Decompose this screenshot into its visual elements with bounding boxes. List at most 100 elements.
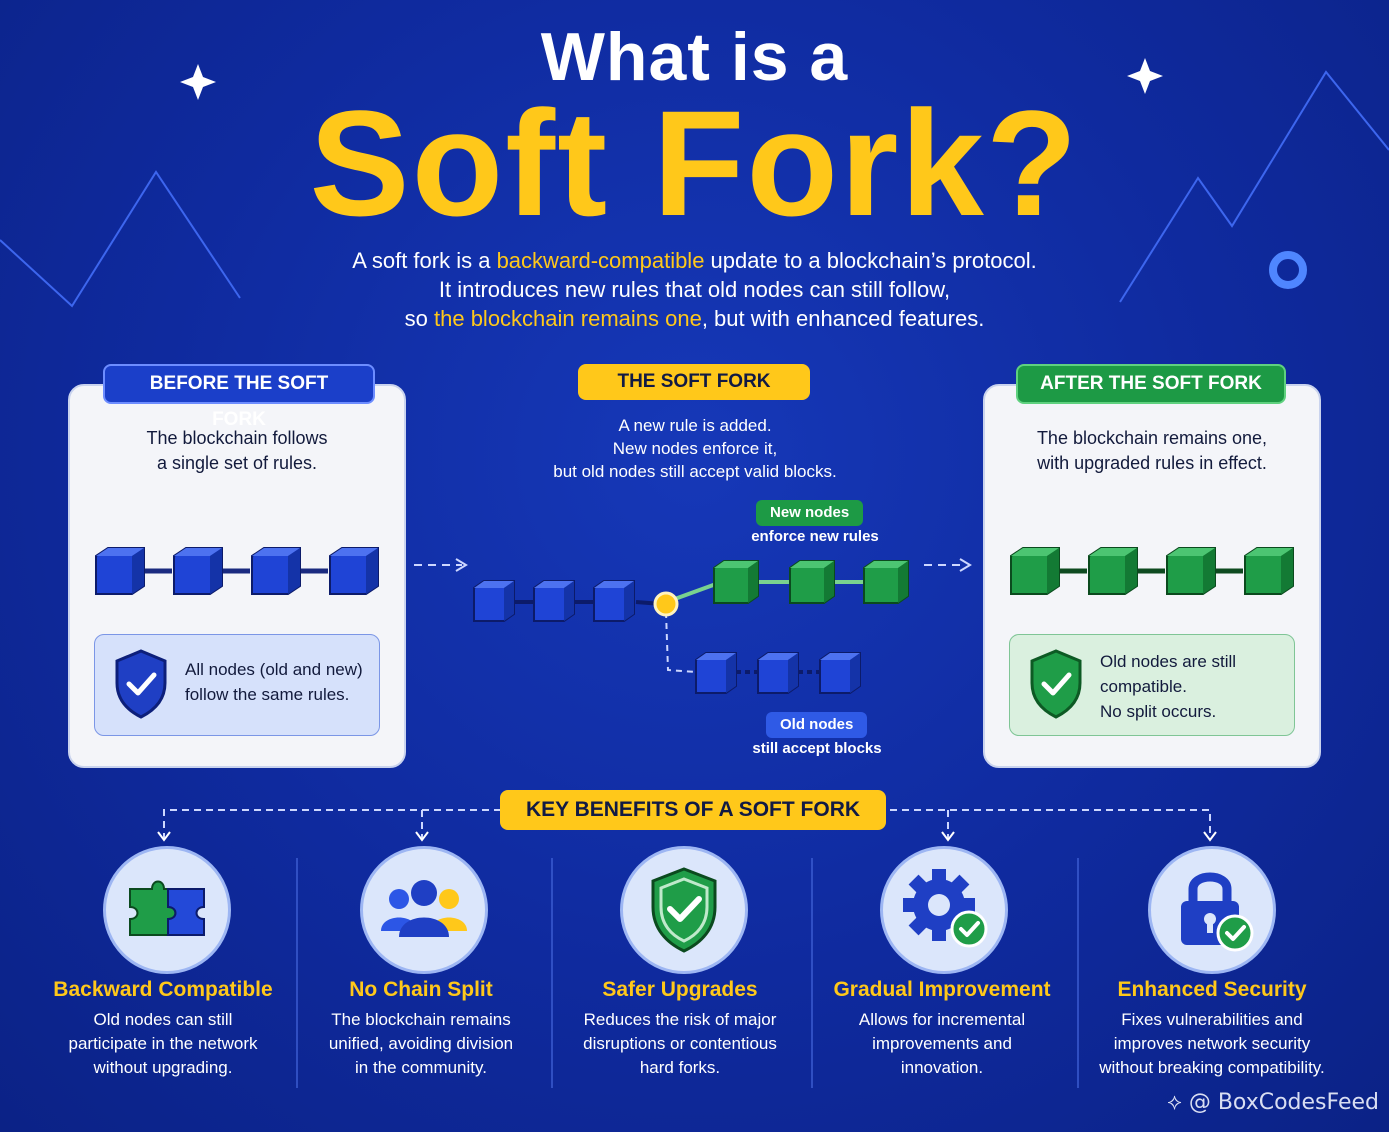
benefit-text-line: The blockchain remains — [331, 1010, 511, 1029]
divider — [811, 858, 813, 1088]
before-label: BEFORE THE SOFT FORK — [103, 364, 375, 430]
mountain-line-left — [0, 170, 241, 308]
before-text-line: a single set of rules. — [156, 453, 318, 473]
benefit-text-line: unified, avoiding division — [328, 1034, 514, 1053]
intro-text-part: It introduces new rules that old nodes c… — [438, 277, 951, 302]
after-info-text: Old nodes are still compatible. No split… — [1100, 649, 1236, 724]
benefit-description: Allows for incremental improvements and … — [817, 1008, 1067, 1080]
shield-check-icon — [115, 649, 167, 719]
shield-check-icon — [651, 867, 717, 953]
block-cube — [863, 560, 909, 604]
watermark: ⟡ @ BoxCodesFeed — [1167, 1090, 1379, 1115]
title-line-2: Soft Fork? — [309, 79, 1080, 247]
benefit-title: Enhanced Security — [1117, 978, 1307, 1001]
benefit-title: Backward Compatible — [53, 978, 273, 1001]
people-icon — [381, 880, 467, 937]
benefit-description: Old nodes can still participate in the n… — [38, 1008, 288, 1080]
divider — [551, 858, 553, 1088]
block-cube — [757, 652, 799, 694]
benefit-text-line: Reduces the risk of major — [583, 1010, 777, 1029]
mountain-line-right — [1119, 70, 1389, 303]
benefit-text-line: Allows for incremental — [858, 1010, 1026, 1029]
soft-fork-label: THE SOFT FORK — [578, 364, 810, 400]
benefit-text-line: without breaking compatibility. — [1099, 1058, 1325, 1077]
intro-text-part: update to a blockchain’s protocol. — [704, 248, 1037, 273]
benefit-text-line: improves network security — [1113, 1034, 1311, 1053]
block-cube — [593, 580, 635, 622]
benefit-text-line: Old nodes can still — [93, 1010, 233, 1029]
intro-highlight: backward-compatible — [496, 248, 705, 273]
intro-text-part: , but with enhanced features. — [701, 306, 985, 331]
gear-check-icon — [903, 869, 988, 948]
fork-point — [653, 591, 679, 617]
new-nodes-tag: New nodes — [756, 500, 864, 526]
logo-icon: ⟡ — [1167, 1090, 1182, 1115]
benefit-text-line: disruptions or contentious — [583, 1034, 777, 1053]
info-text-line: compatible. — [1100, 677, 1187, 696]
soft-fork-text-line: A new rule is added. — [618, 416, 772, 435]
block-cube — [95, 547, 145, 595]
benefit-title: Safer Upgrades — [602, 978, 758, 1001]
benefit-text-line: hard forks. — [639, 1058, 721, 1077]
old-nodes-caption: still accept blocks — [752, 740, 882, 757]
shield-check-icon — [1030, 649, 1082, 719]
after-info-box: Old nodes are still compatible. No split… — [1009, 634, 1295, 736]
block-cube — [695, 652, 737, 694]
benefit-icon-circle — [1148, 846, 1276, 974]
benefit-icon-circle — [360, 846, 488, 974]
block-cube — [713, 560, 759, 604]
soft-fork-text-line: New nodes enforce it, — [612, 439, 778, 458]
sparkle-icon — [180, 64, 216, 100]
after-text-line: The blockchain remains one, — [1036, 428, 1268, 448]
block-cube — [819, 652, 861, 694]
new-nodes-caption: enforce new rules — [751, 528, 879, 545]
puzzle-icon — [129, 880, 205, 936]
info-text-line: No split occurs. — [1100, 702, 1217, 721]
after-label: AFTER THE SOFT FORK — [1016, 364, 1286, 404]
soft-fork-text-line: but old nodes still accept valid blocks. — [553, 462, 837, 481]
benefit-icon-circle — [620, 846, 748, 974]
block-cube — [1088, 547, 1138, 595]
before-card: The blockchain follows a single set of r… — [68, 384, 406, 768]
benefit-icon-circle — [103, 846, 231, 974]
watermark-text: @ BoxCodesFeed — [1188, 1090, 1379, 1115]
block-cube — [473, 580, 515, 622]
after-description: The blockchain remains one, with upgrade… — [985, 426, 1319, 476]
block-cube — [533, 580, 575, 622]
after-text-line: with upgraded rules in effect. — [1037, 453, 1267, 473]
info-text-line: Old nodes are still — [1100, 652, 1237, 671]
before-info-text: All nodes (old and new) follow the same … — [185, 657, 363, 707]
dashed-arrow-right — [924, 558, 972, 572]
benefit-text-line: improvements and — [872, 1034, 1012, 1053]
benefits-label: KEY BENEFITS OF A SOFT FORK — [500, 790, 886, 830]
title-line-1: What is a — [540, 19, 849, 95]
benefit-description: Reduces the risk of major disruptions or… — [555, 1008, 805, 1080]
fork-diagram — [414, 558, 960, 694]
blue-chain — [95, 547, 379, 595]
block-cube — [1166, 547, 1216, 595]
info-text-line: All nodes (old and new) — [185, 660, 363, 679]
block-cube — [251, 547, 301, 595]
soft-fork-description: A new rule is added. New nodes enforce i… — [500, 414, 890, 483]
benefit-text-line: participate in the network — [68, 1034, 258, 1053]
benefit-text-line: without upgrading. — [93, 1058, 233, 1077]
intro-text-part: A soft fork is a — [352, 248, 497, 273]
benefit-text-line: innovation. — [900, 1058, 984, 1077]
after-card: The blockchain remains one, with upgrade… — [983, 384, 1321, 768]
block-cube — [173, 547, 223, 595]
benefit-text-line: in the community. — [355, 1058, 487, 1077]
info-text-line: follow the same rules. — [185, 685, 350, 704]
sparkle-icon — [1127, 58, 1163, 94]
block-cube — [1010, 547, 1060, 595]
block-cube — [329, 547, 379, 595]
before-text-line: The blockchain follows — [146, 428, 328, 448]
benefit-icon-circle — [880, 846, 1008, 974]
green-chain — [1010, 547, 1294, 595]
benefit-title: No Chain Split — [349, 978, 493, 1001]
block-cube — [1244, 547, 1294, 595]
benefit-description: The blockchain remains unified, avoiding… — [296, 1008, 546, 1080]
intro-text: A soft fork is a backward-compatible upd… — [0, 246, 1389, 333]
divider — [296, 858, 298, 1088]
benefit-title: Gradual Improvement — [833, 978, 1051, 1001]
